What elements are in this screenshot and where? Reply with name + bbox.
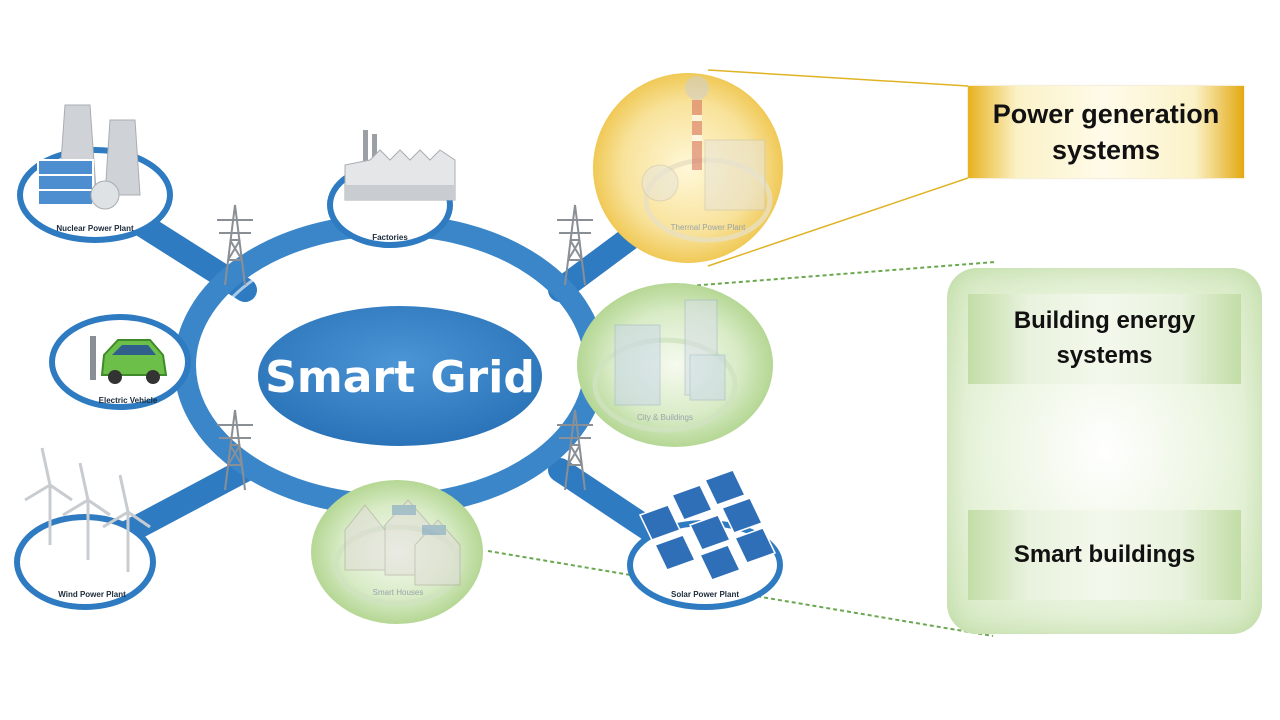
smart-buildings-box: Smart buildings bbox=[968, 510, 1241, 600]
node-houses: Smart Houses bbox=[311, 480, 483, 624]
tower-icon bbox=[557, 409, 593, 491]
node-solar: Solar Power Plant bbox=[627, 469, 783, 610]
thermal-label: Thermal Power Plant bbox=[671, 223, 746, 232]
nuclear-plant-icon bbox=[37, 104, 141, 210]
node-nuclear: Nuclear Power Plant bbox=[17, 104, 173, 243]
node-thermal: Thermal Power Plant bbox=[593, 73, 783, 263]
electric-car-icon bbox=[90, 336, 168, 384]
node-city: City & Buildings bbox=[577, 283, 773, 447]
center-title: Smart Grid bbox=[265, 352, 535, 403]
tower-icon bbox=[217, 409, 253, 491]
node-wind: Wind Power Plant bbox=[14, 447, 156, 610]
node-ev: Electric Vehicle bbox=[49, 314, 191, 410]
building-energy-systems-box: Building energy systems bbox=[968, 294, 1241, 384]
city-buildings-icon bbox=[614, 299, 726, 406]
ev-label: Electric Vehicle bbox=[99, 396, 158, 405]
transmission-towers bbox=[217, 204, 593, 491]
callout-connectors bbox=[487, 69, 996, 637]
smart-grid-center bbox=[258, 306, 542, 446]
solar-panel-icon bbox=[638, 469, 777, 581]
factory-icon bbox=[344, 130, 456, 201]
wind-label: Wind Power Plant bbox=[58, 590, 126, 599]
houses-label: Smart Houses bbox=[373, 588, 424, 597]
power-generation-callout: Power generation systems bbox=[968, 86, 1244, 178]
smart-buildings-text: Smart buildings bbox=[1013, 540, 1196, 568]
tower-icon bbox=[217, 204, 253, 286]
city-label: City & Buildings bbox=[637, 413, 693, 422]
power-generation-text: Power generation systems bbox=[992, 98, 1220, 165]
tower-icon bbox=[557, 204, 593, 286]
smart-houses-icon bbox=[344, 499, 461, 586]
wind-turbine-icon bbox=[24, 447, 151, 572]
factories-label: Factories bbox=[372, 233, 408, 242]
nuclear-label: Nuclear Power Plant bbox=[56, 224, 134, 233]
solar-label: Solar Power Plant bbox=[671, 590, 739, 599]
node-factories: Factories bbox=[327, 130, 456, 248]
thermal-plant-icon bbox=[641, 76, 766, 211]
building-energy-systems-text: Building energy systems bbox=[1013, 307, 1196, 369]
